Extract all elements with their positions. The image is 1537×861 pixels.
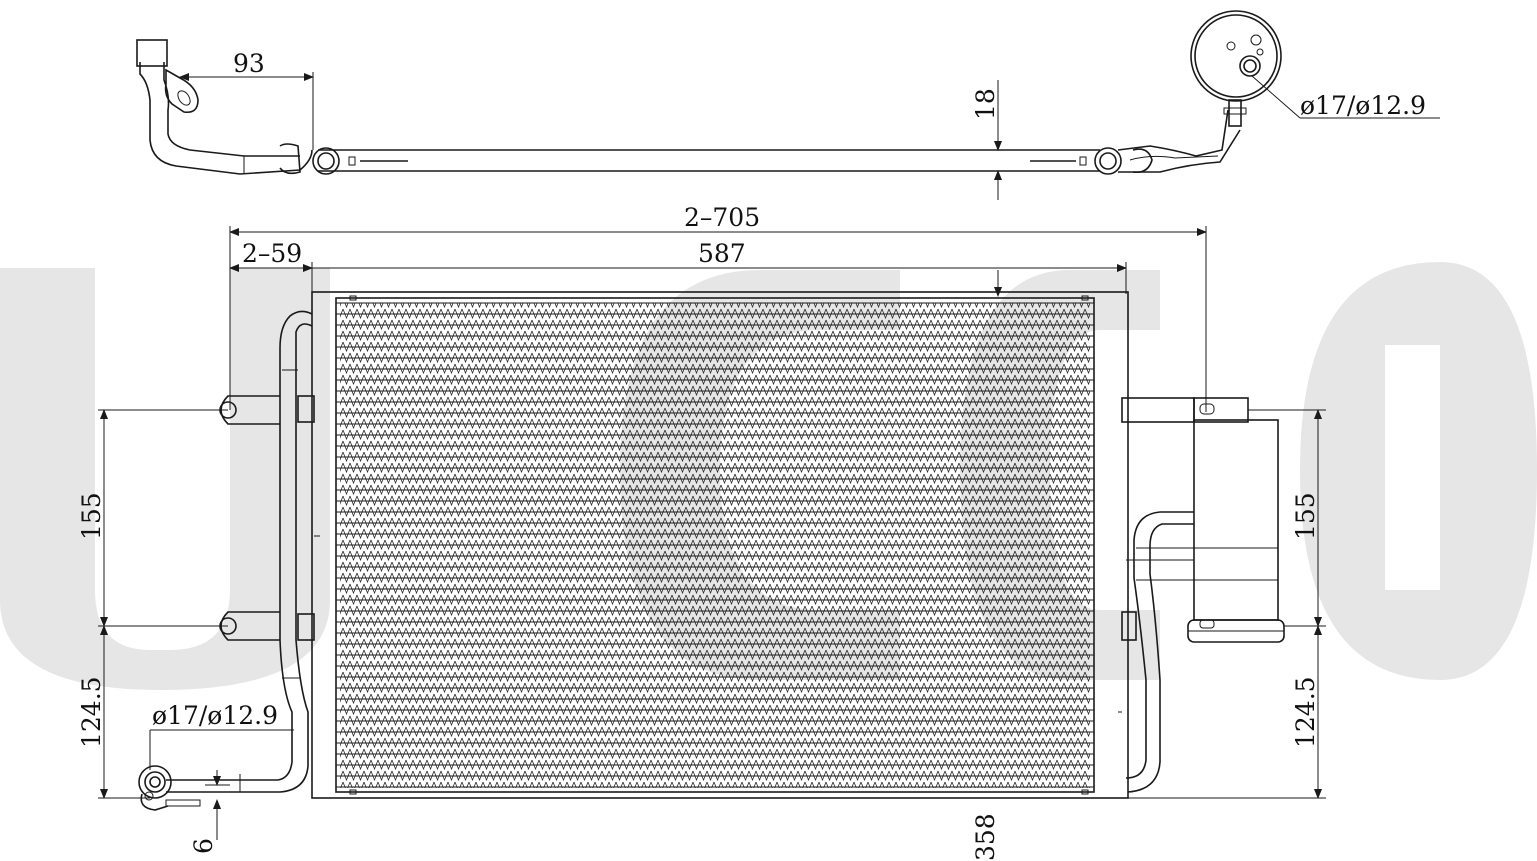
dim-top-fitting-diameter: ø17/ø12.9 (1300, 91, 1426, 120)
dim-left-lower-height: 124.5 (77, 676, 106, 748)
front-view-top-dimensions (229, 226, 1207, 412)
left-dimensions (98, 409, 294, 840)
dim-core-height: 358 (971, 813, 1000, 861)
dim-pipe-offset: 93 (233, 49, 265, 78)
dim-right-lower-height: 124.5 (1291, 676, 1320, 748)
dim-fitting-offset: 6 (189, 838, 218, 854)
top-view-dimensions (179, 72, 1002, 200)
condenser-core (311, 270, 1129, 799)
dim-bracket-offset: 2–59 (242, 239, 302, 268)
dim-left-mount-spacing: 155 (77, 492, 106, 540)
dim-bottom-fitting-diameter: ø17/ø12.9 (152, 701, 278, 730)
dim-core-width: 587 (698, 239, 746, 268)
dim-overall-width: 2–705 (684, 203, 760, 232)
top-view (136, 10, 1440, 175)
dim-right-mount-spacing: 155 (1291, 492, 1320, 540)
core-tubes (336, 302, 1094, 788)
dim-core-thickness: 18 (971, 88, 1000, 120)
right-dimensions (1128, 409, 1326, 799)
receiver-drier (1118, 397, 1285, 793)
